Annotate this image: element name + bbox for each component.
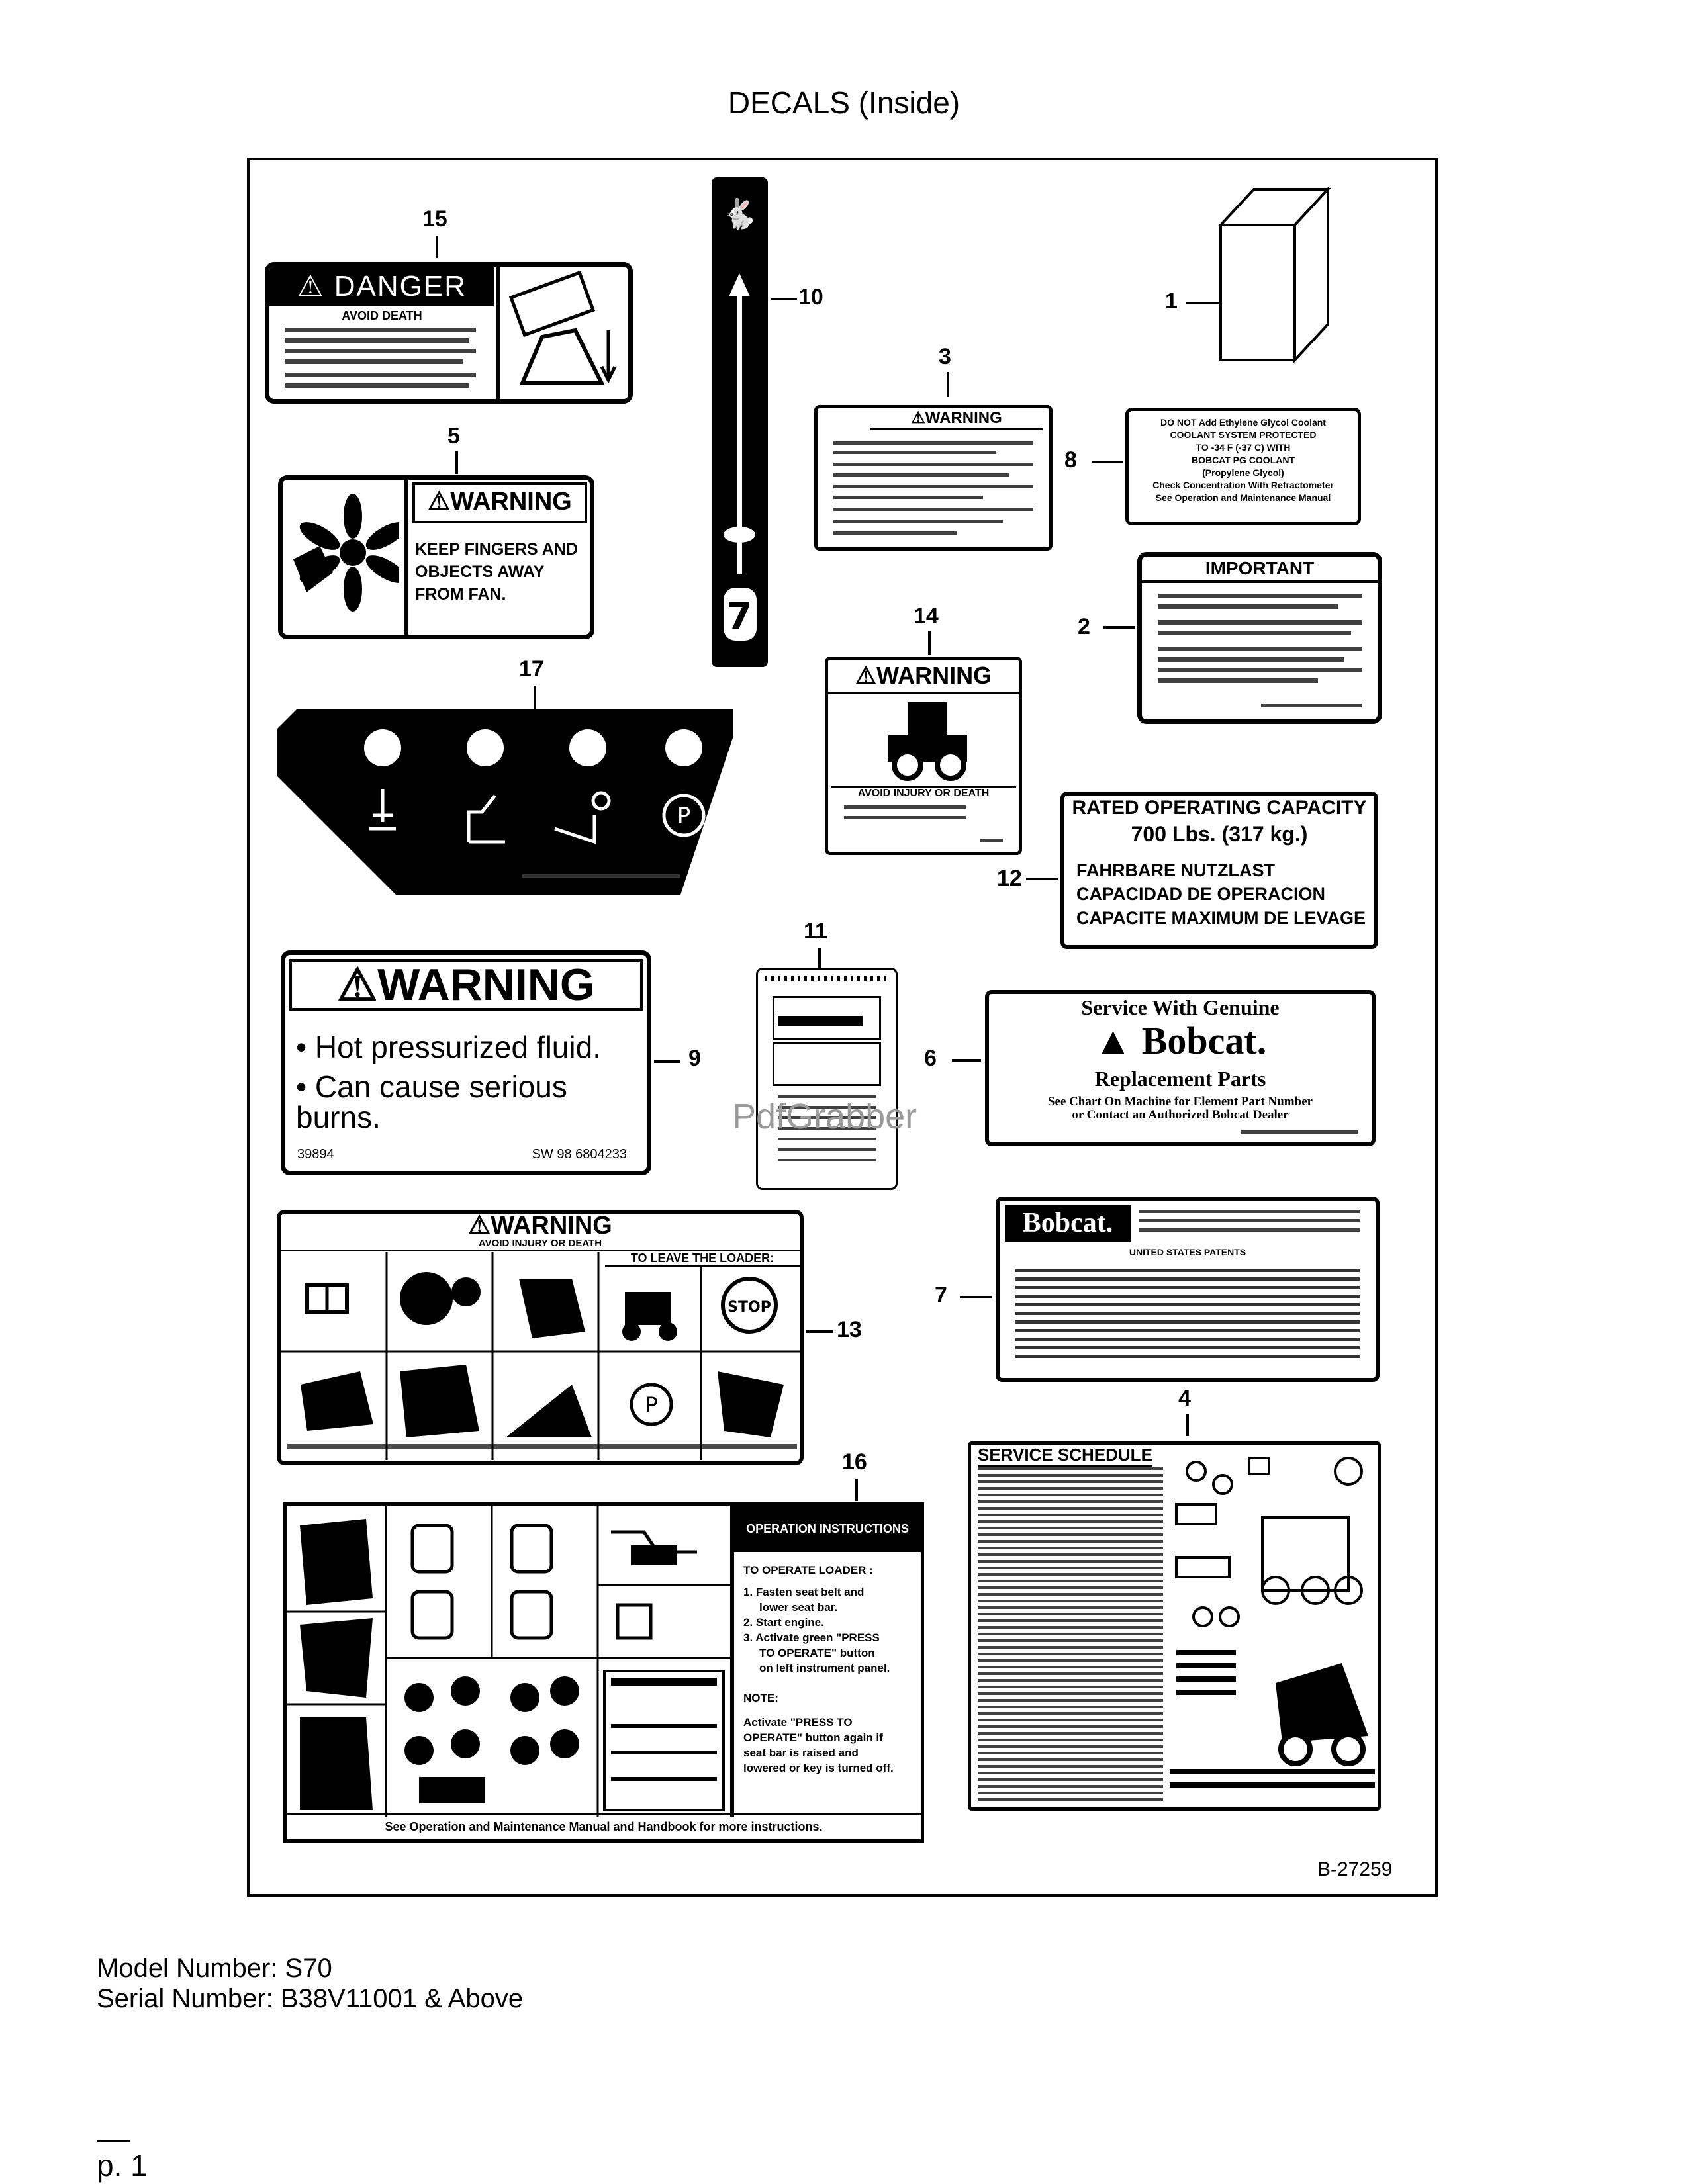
operation-instructions-text: TO OPERATE LOADER : 1. Fasten seat belt … xyxy=(743,1564,894,1774)
operation-footer: See Operation and Maintenance Manual and… xyxy=(287,1813,921,1839)
figure-id: B-27259 xyxy=(1317,1858,1393,1880)
callout-1: 1 xyxy=(1165,289,1178,314)
decal-1-package-icon xyxy=(1218,185,1331,364)
decal-3-warning: ⚠WARNING xyxy=(814,405,1053,551)
callout-15: 15 xyxy=(422,206,447,232)
callout-4: 4 xyxy=(1178,1386,1191,1411)
decal-14-warning: ⚠WARNING AVOID INJURY OR DEATH xyxy=(825,657,1022,855)
decal-9-hot-fluid-warning: ⚠WARNING • Hot pressurized fluid. • Can … xyxy=(281,950,651,1175)
decal-8-coolant: DO NOT Add Ethylene Glycol Coolant COOLA… xyxy=(1125,408,1361,525)
page-title: DECALS (Inside) xyxy=(727,85,961,120)
callout-6: 6 xyxy=(924,1046,937,1071)
svg-text:STOP: STOP xyxy=(727,1299,771,1316)
svg-text:P: P xyxy=(645,1392,657,1418)
model-number: Model Number: S70 xyxy=(97,1954,332,1983)
watermark: PdfGrabber xyxy=(732,1097,917,1136)
service-points-diagram xyxy=(1170,1457,1375,1788)
fan-warning-text: KEEP FINGERS AND OBJECTS AWAY FROM FAN. xyxy=(415,540,578,604)
bobcat-logo: ▲ Bobcat. xyxy=(1094,1019,1267,1062)
callout-8: 8 xyxy=(1064,447,1077,473)
decal-5-fan-warning: ⚠WARNING KEEP FINGERS AND OBJECTS AWAY F… xyxy=(278,475,594,639)
warning-13-pictograms: STOP P xyxy=(281,1252,800,1460)
bobcat-head-icon: ▲ xyxy=(1094,1019,1133,1062)
callout-leader xyxy=(436,236,438,258)
operation-pictograms xyxy=(287,1506,730,1817)
danger-subheader: AVOID DEATH xyxy=(342,309,422,322)
decal-11-manual-pamphlet xyxy=(756,968,898,1190)
decal-15-danger: ⚠ DANGER AVOID DEATH xyxy=(265,262,633,404)
callout-14: 14 xyxy=(914,604,939,629)
warning-13-header: ⚠WARNING xyxy=(468,1212,612,1240)
warning-9-header: ⚠WARNING xyxy=(289,959,643,1011)
page-divider xyxy=(97,2140,130,2142)
svg-text:7: 7 xyxy=(727,595,753,638)
callout-3: 3 xyxy=(939,344,951,369)
callout-5: 5 xyxy=(447,424,460,449)
warning-3-header: ⚠WARNING xyxy=(870,408,1043,430)
loader-icon xyxy=(888,702,967,781)
callout-11: 11 xyxy=(804,919,827,944)
decal-17-instrument-panel: P xyxy=(277,709,733,895)
callout-17: 17 xyxy=(519,657,544,682)
operation-instructions-header: OPERATION INSTRUCTIONS xyxy=(734,1506,921,1552)
decal-7-patents: Bobcat. UNITED STATES PATENTS xyxy=(996,1197,1380,1382)
page-number: p. 1 xyxy=(97,2148,148,2183)
warning-triangle-icon: ⚠ xyxy=(297,270,325,302)
svg-text:P: P xyxy=(677,803,691,829)
decal-6-genuine-parts: Service With Genuine ▲ Bobcat. Replaceme… xyxy=(985,990,1376,1146)
decal-16-operation-instructions: OPERATION INSTRUCTIONS TO OPERATE LOADER… xyxy=(283,1502,924,1843)
callout-16: 16 xyxy=(842,1449,867,1475)
important-header: IMPORTANT xyxy=(1142,557,1378,583)
callout-12: 12 xyxy=(997,866,1022,891)
fan-hand-icon xyxy=(293,494,399,612)
bobcat-logo: Bobcat. xyxy=(1005,1205,1131,1242)
warning-14-header: ⚠WARNING xyxy=(828,660,1019,694)
service-schedule-header: SERVICE SCHEDULE xyxy=(978,1445,1152,1467)
callout-2: 2 xyxy=(1078,614,1090,639)
danger-header: ⚠ DANGER xyxy=(269,267,494,306)
bullet-hot-fluid: • Hot pressurized fluid. xyxy=(296,1030,601,1064)
callout-10: 10 xyxy=(798,285,823,310)
callout-9: 9 xyxy=(688,1046,701,1071)
loader-arm-crush-icon xyxy=(508,271,617,385)
decal-12-rated-capacity: RATED OPERATING CAPACITY 700 Lbs. (317 k… xyxy=(1060,792,1378,949)
decal-diagram-frame xyxy=(247,158,1438,1897)
decal-13-warning: ⚠WARNING AVOID INJURY OR DEATH TO LEAVE … xyxy=(277,1210,804,1465)
callout-7: 7 xyxy=(935,1283,947,1308)
decal-10-speed-strip: 🐇 7 xyxy=(712,177,768,667)
decal-2-important: IMPORTANT xyxy=(1137,552,1382,724)
callout-13: 13 xyxy=(837,1317,862,1342)
serial-number: Serial Number: B38V11001 & Above xyxy=(97,1984,524,2013)
warning-5-header: ⚠WARNING xyxy=(412,482,587,523)
decal-4-service-schedule: SERVICE SCHEDULE xyxy=(968,1441,1381,1811)
bullet-burns: • Can cause serious burns. xyxy=(296,1069,567,1134)
svg-text:🐇: 🐇 xyxy=(722,197,758,231)
